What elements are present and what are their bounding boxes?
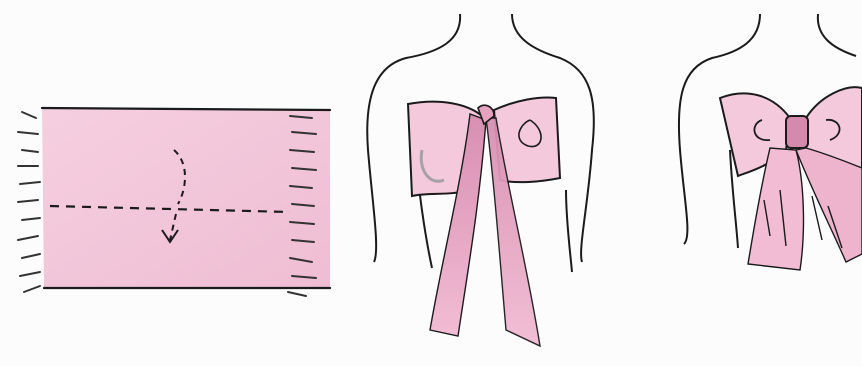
left-fringe: [18, 112, 40, 292]
bow-step-icon: [367, 14, 594, 346]
scarf-fold-icon: [18, 108, 330, 296]
bow-finished-icon: [679, 14, 862, 270]
